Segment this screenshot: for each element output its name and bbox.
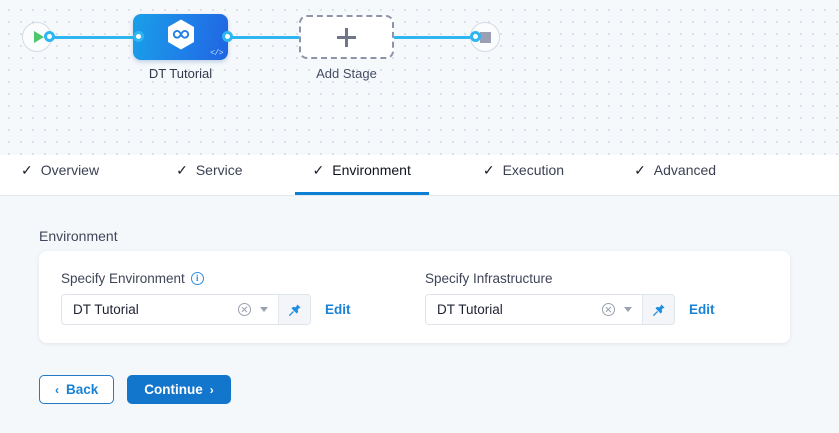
plus-icon [337, 27, 356, 47]
tab-environment-label: Environment [332, 161, 411, 178]
pin-icon [652, 303, 665, 316]
check-icon: ✓ [482, 161, 495, 178]
tab-overview[interactable]: ✓ Overview [21, 154, 99, 195]
code-icon: </> [210, 49, 223, 58]
tab-overview-label: Overview [40, 161, 100, 178]
environment-pin-button[interactable] [278, 295, 310, 324]
check-icon: ✓ [312, 161, 325, 178]
harness-hexagon-icon [166, 19, 196, 56]
pipeline-canvas[interactable]: </> DT Tutorial Add Stage [0, 0, 839, 155]
environment-panel: Environment Specify Environment i DT Tut… [0, 196, 839, 433]
check-icon: ✓ [21, 161, 33, 178]
add-stage-button[interactable] [299, 15, 394, 59]
start-node-port[interactable] [44, 31, 55, 42]
end-node-port[interactable] [470, 31, 481, 42]
infrastructure-edit-link[interactable]: Edit [689, 302, 715, 317]
specify-environment-group: Specify Environment i DT Tutorial [61, 271, 351, 325]
tab-execution[interactable]: ✓ Execution [483, 154, 564, 195]
chevron-down-icon[interactable] [260, 307, 268, 312]
continue-button-label: Continue [144, 382, 203, 397]
edge-add-to-end [384, 36, 479, 39]
specify-infrastructure-row: DT Tutorial Edit [425, 294, 715, 325]
specify-environment-row: DT Tutorial Edit [61, 294, 351, 325]
infrastructure-select[interactable]: DT Tutorial [425, 294, 675, 325]
back-button[interactable]: ‹ Back [39, 375, 115, 404]
environment-card: Specify Environment i DT Tutorial [39, 251, 790, 343]
clear-icon[interactable] [238, 303, 251, 316]
edge-start-to-stage [44, 36, 138, 39]
tab-execution-label: Execution [502, 161, 565, 178]
page-title: Environment [39, 228, 118, 244]
stage-config-tabs: ✓ Overview ✓ Service ✓ Environment ✓ Exe… [0, 155, 839, 196]
stage-node-input-port[interactable] [133, 31, 144, 42]
specify-infrastructure-label: Specify Infrastructure [425, 271, 715, 286]
environment-select-field[interactable]: DT Tutorial [62, 295, 278, 324]
check-icon: ✓ [634, 161, 646, 178]
tab-environment[interactable]: ✓ Environment [294, 154, 430, 195]
infrastructure-select-value: DT Tutorial [437, 302, 503, 317]
environment-select-value: DT Tutorial [73, 302, 139, 317]
chevron-down-icon[interactable] [624, 307, 632, 312]
tab-advanced-label: Advanced [653, 161, 717, 178]
wizard-footer: ‹ Back Continue › [39, 375, 231, 404]
environment-select[interactable]: DT Tutorial [61, 294, 311, 325]
edge-stage-to-add [228, 36, 310, 39]
stage-node-label: DT Tutorial [148, 66, 213, 81]
stage-node-output-port[interactable] [222, 31, 233, 42]
specify-environment-label-text: Specify Environment [61, 271, 185, 286]
tab-advanced[interactable]: ✓ Advanced [634, 154, 716, 195]
pin-icon [288, 303, 301, 316]
add-stage-label: Add Stage [316, 66, 377, 81]
infrastructure-select-field[interactable]: DT Tutorial [426, 295, 642, 324]
specify-infrastructure-label-text: Specify Infrastructure [425, 271, 553, 286]
specify-infrastructure-group: Specify Infrastructure DT Tutorial [425, 271, 715, 325]
check-icon: ✓ [176, 161, 188, 178]
tab-service-label: Service [195, 161, 243, 178]
tab-service[interactable]: ✓ Service [176, 154, 242, 195]
stop-icon [479, 31, 491, 43]
back-button-label: Back [66, 382, 99, 397]
specify-environment-label: Specify Environment i [61, 271, 351, 286]
clear-icon[interactable] [602, 303, 615, 316]
info-icon[interactable]: i [190, 272, 204, 285]
stage-node-dt-tutorial[interactable]: </> [133, 14, 228, 60]
infrastructure-pin-button[interactable] [642, 295, 674, 324]
chevron-left-icon: ‹ [55, 382, 59, 397]
continue-button[interactable]: Continue › [127, 375, 231, 404]
environment-edit-link[interactable]: Edit [325, 302, 351, 317]
play-icon [33, 31, 44, 43]
chevron-right-icon: › [209, 382, 214, 397]
